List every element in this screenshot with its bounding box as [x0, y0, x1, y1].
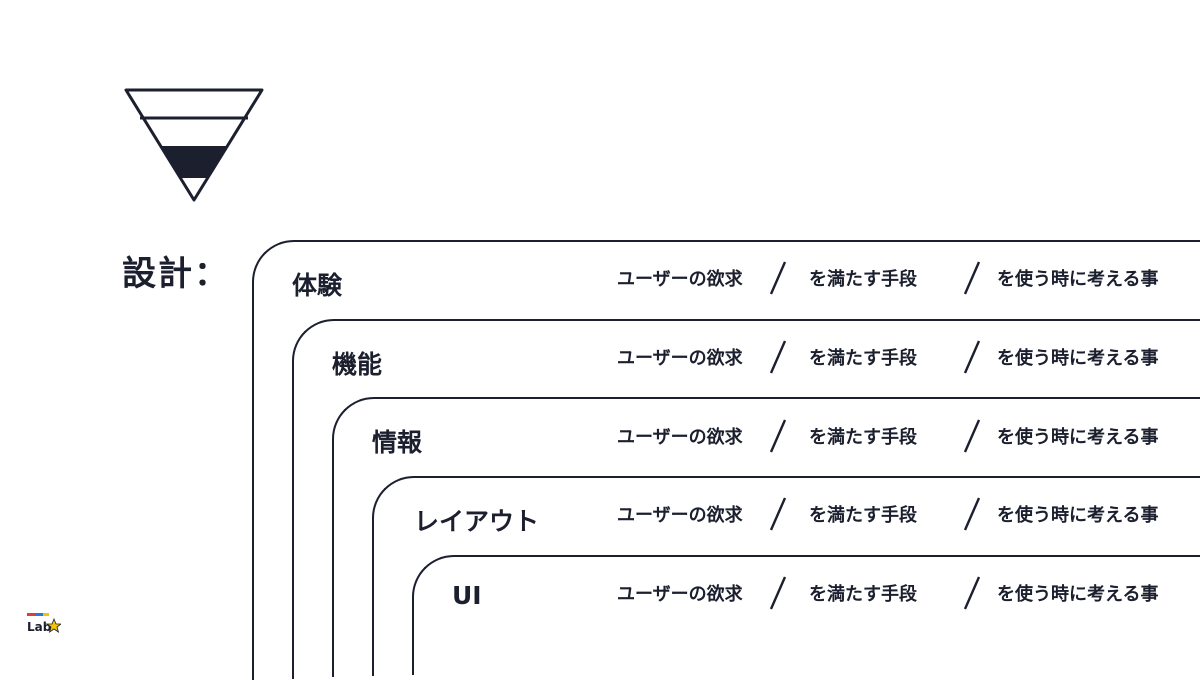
slash-separator — [763, 418, 793, 454]
slash-separator — [957, 575, 987, 611]
layer-ui: UI — [412, 555, 1200, 675]
layer-row: ユーザーの欲求 を満たす手段 を使う時に考える事 — [617, 416, 1177, 456]
layer-row: ユーザーの欲求 を満たす手段 を使う時に考える事 — [617, 494, 1177, 534]
means-text: を満たす手段 — [809, 584, 917, 605]
layer-title: UI — [452, 581, 482, 610]
slash-separator — [957, 339, 987, 375]
layer-title: レイアウト — [414, 507, 540, 536]
user-desire-text: ユーザーの欲求 — [617, 505, 743, 526]
slash-separator — [763, 575, 793, 611]
layer-title: 情報 — [372, 428, 423, 457]
user-desire-text: ユーザーの欲求 — [617, 427, 743, 448]
layer-title: 機能 — [332, 350, 383, 379]
inverted-funnel-icon — [124, 88, 264, 202]
means-text: を満たす手段 — [809, 269, 917, 290]
means-text: を満たす手段 — [809, 427, 917, 448]
layer-row: ユーザーの欲求 を満たす手段 を使う時に考える事 — [617, 573, 1177, 613]
considerations-text: を使う時に考える事 — [997, 505, 1159, 526]
design-heading: 設計： — [122, 254, 230, 294]
slash-separator — [957, 496, 987, 532]
considerations-text: を使う時に考える事 — [997, 584, 1159, 605]
user-desire-text: ユーザーの欲求 — [617, 348, 743, 369]
user-desire-text: ユーザーの欲求 — [617, 269, 743, 290]
lab-logo-icon: Lab — [27, 613, 61, 634]
slash-separator — [957, 418, 987, 454]
means-text: を満たす手段 — [809, 505, 917, 526]
slash-separator — [957, 260, 987, 296]
means-text: を満たす手段 — [809, 348, 917, 369]
layer-row: ユーザーの欲求 を満たす手段 を使う時に考える事 — [617, 337, 1177, 377]
considerations-text: を使う時に考える事 — [997, 427, 1159, 448]
slash-separator — [763, 496, 793, 532]
slash-separator — [763, 260, 793, 296]
layer-title: 体験 — [292, 271, 343, 300]
considerations-text: を使う時に考える事 — [997, 348, 1159, 369]
svg-text:Lab: Lab — [27, 620, 52, 634]
user-desire-text: ユーザーの欲求 — [617, 584, 743, 605]
layer-row: ユーザーの欲求 を満たす手段 を使う時に考える事 — [617, 258, 1177, 298]
considerations-text: を使う時に考える事 — [997, 269, 1159, 290]
slash-separator — [763, 339, 793, 375]
